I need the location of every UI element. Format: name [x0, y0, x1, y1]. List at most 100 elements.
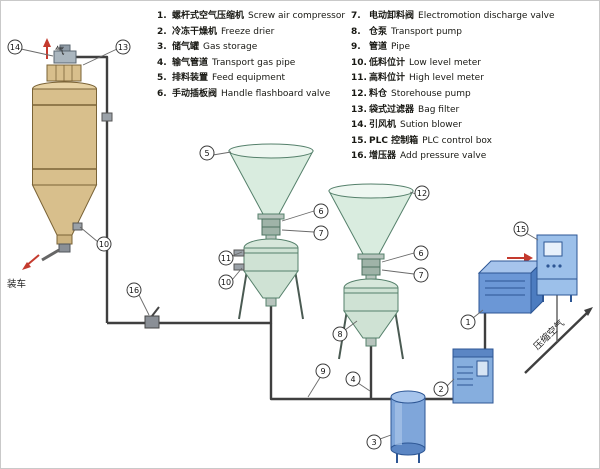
hopper-b-rim — [328, 183, 414, 199]
callout-label: 13 — [118, 43, 128, 52]
gas-out-arrowhead-icon — [43, 38, 51, 47]
compressed-air-arrowhead-icon — [584, 307, 593, 316]
callout-label: 3 — [371, 438, 376, 447]
legend-zh: 高料位计 — [369, 73, 406, 84]
plc-screen — [543, 241, 563, 257]
compressor-front — [478, 272, 532, 314]
legend-en: Gas storage — [203, 42, 258, 53]
legend-num: 16. — [351, 151, 367, 162]
pump-b-outlet — [365, 337, 377, 347]
truck-loading-arrowhead-icon — [22, 262, 31, 270]
legend-zh: 袋式过滤器 — [369, 104, 415, 115]
riser-fitting — [101, 112, 113, 122]
handle-flashboard-valve-a — [261, 218, 281, 228]
legend-zh: 电动卸料阀 — [369, 11, 415, 21]
legend-en: Add pressure valve — [400, 151, 487, 162]
legend-en: Low level meter — [409, 57, 481, 68]
legend-num: 7. — [351, 11, 361, 21]
callout-16: 16 — [126, 282, 142, 298]
silo-riser-pipe — [76, 55, 109, 323]
drier-top-panel — [452, 348, 494, 358]
callout-label: 10 — [221, 278, 231, 287]
legend-zh: 螺杆式空气压缩机 — [172, 11, 245, 21]
silo-discharge-valve — [58, 243, 71, 253]
transport-pump-b — [338, 278, 404, 360]
flange — [357, 253, 385, 260]
callout-2: 2 — [433, 381, 449, 397]
legend-en: Handle flashboard valve — [221, 88, 331, 99]
legend-en: Transport gas pipe — [212, 57, 296, 68]
plc-control-box — [536, 234, 578, 302]
suction-blower — [53, 50, 77, 64]
callout-label: 11 — [221, 254, 231, 263]
hopper-b-cone — [328, 190, 414, 255]
callout-label: 7 — [418, 271, 423, 280]
silo-outlet — [56, 234, 73, 245]
legend-zh: 排料装置 — [172, 73, 209, 84]
legend-num: 13. — [351, 104, 367, 115]
pipe-network — [76, 55, 593, 403]
gas-label: 气 — [55, 45, 65, 57]
pump-a-body — [243, 247, 299, 272]
callout-4: 4 — [345, 371, 361, 387]
pump-a-cone — [243, 270, 299, 299]
callout-label: 6 — [418, 249, 423, 258]
tank-bottom — [390, 442, 426, 456]
drier-display — [476, 360, 489, 377]
legend-num: 2. — [157, 26, 167, 37]
electromotion-discharge-valve-a — [261, 226, 281, 236]
callout-label: 9 — [320, 367, 325, 376]
hopper-a-rim — [228, 143, 314, 159]
gas-storage-tank — [390, 390, 426, 463]
handle-flashboard-valve-b — [361, 258, 381, 268]
callout-6-b: 6 — [413, 245, 429, 261]
legend-en: Bag filter — [418, 104, 460, 115]
valve-stack-a — [257, 213, 285, 242]
valve-stack-b — [357, 253, 385, 282]
legend-num: 8. — [351, 26, 361, 37]
storage-hopper-a — [228, 143, 314, 215]
legend-zh: 仓泵 — [369, 26, 388, 37]
callout-7-a: 7 — [313, 225, 329, 241]
callout-label: 16 — [129, 286, 139, 295]
legend-zh: PLC 控制箱 — [369, 135, 419, 146]
legend-num: 11. — [351, 73, 367, 84]
legend-en: Feed equipment — [212, 73, 286, 84]
callout-label: 5 — [204, 149, 209, 158]
legend-zh: 手动插板阀 — [172, 88, 218, 99]
callout-label: 2 — [438, 385, 443, 394]
tank-top — [390, 390, 426, 404]
plc-button — [546, 264, 550, 268]
legend-num: 4. — [157, 57, 167, 68]
legend-num: 1. — [157, 11, 167, 21]
callout-12: 12 — [414, 185, 430, 201]
callout-label: 12 — [417, 189, 427, 198]
silo-body — [32, 88, 97, 186]
legend-num: 5. — [157, 73, 167, 84]
callout-14: 14 — [7, 39, 23, 55]
legend-en: Storehouse pump — [391, 88, 471, 99]
callout-label: 10 — [99, 240, 109, 249]
legend-zh: 输气管道 — [172, 57, 209, 68]
legend-zh: 冷冻干燥机 — [172, 26, 218, 37]
storage-silo — [31, 44, 113, 262]
plc-button — [558, 264, 562, 268]
plc-button — [552, 264, 556, 268]
callout-15: 15 — [513, 221, 529, 237]
tank-highlight — [395, 403, 402, 445]
transport-pump-a — [233, 238, 304, 320]
storage-hopper-b — [328, 183, 414, 255]
compressed-air-label: 压缩空气 — [531, 317, 567, 352]
callout-10-silo: 10 — [96, 236, 112, 252]
